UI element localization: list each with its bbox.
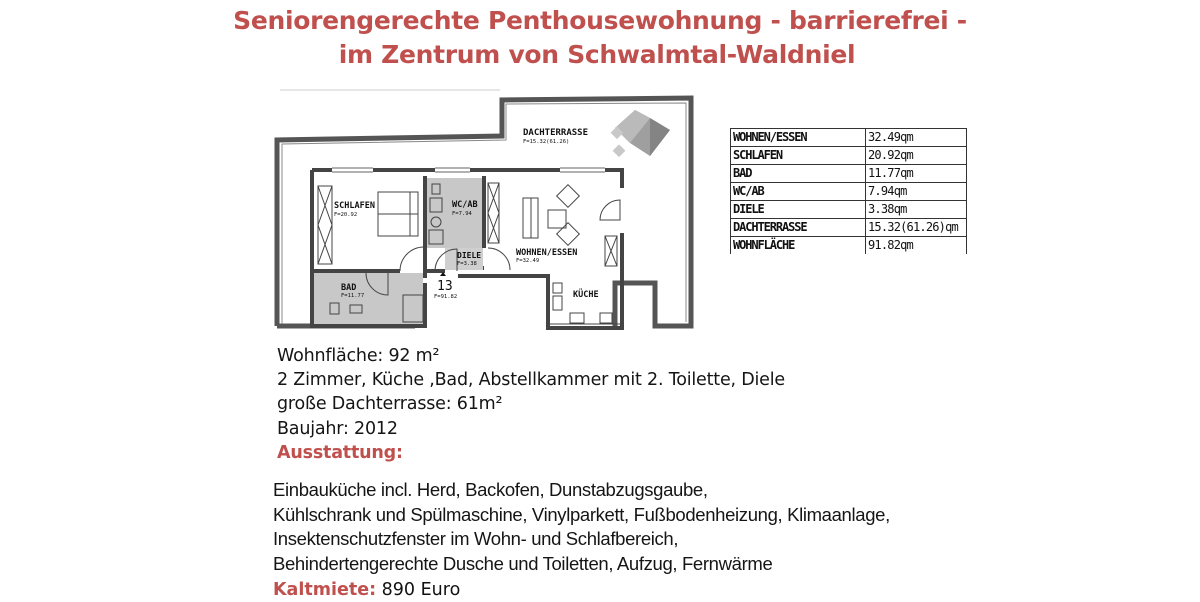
room-name: DACHTERRASSE: [730, 218, 866, 237]
room-name: WOHNEN/ESSEN: [730, 128, 866, 147]
svg-text:F=7.94: F=7.94: [452, 211, 473, 217]
rent-line: Kaltmiete: 890 Euro: [273, 578, 460, 602]
room-label-schlafen: SCHLAFEN: [334, 201, 375, 211]
rent-label: Kaltmiete:: [273, 580, 377, 600]
listing-title-line-2: im Zentrum von Schwalmtal-Waldniel: [338, 40, 856, 69]
table-row: WC/AB 7.94qm: [730, 182, 967, 201]
room-area: 7.94qm: [865, 182, 967, 201]
feature-line: Einbauküche incl. Herd, Backofen, Dunsta…: [273, 479, 708, 500]
room-area: 20.92qm: [865, 146, 967, 165]
table-row-total: WOHNFLÄCHE 91.82qm: [730, 236, 967, 254]
room-area: 15.32(61.26)qm: [865, 218, 967, 237]
room-name: WC/AB: [730, 182, 866, 201]
entrance-marker-icon: [440, 272, 446, 276]
svg-text:F=15.32(61.26): F=15.32(61.26): [523, 139, 569, 145]
room-area: 3.38qm: [865, 200, 967, 219]
table-row: SCHLAFEN 20.92qm: [730, 146, 967, 165]
room-label-wohnen-essen: WOHNEN/ESSEN: [516, 248, 577, 258]
room-name: DIELE: [730, 200, 866, 219]
room-name: SCHLAFEN: [730, 146, 866, 165]
feature-line: Kühlschrank und Spülmaschine, Vinylparke…: [273, 503, 890, 525]
room-name: WOHNFLÄCHE: [730, 236, 866, 254]
room-label-dachterrasse: DACHTERRASSE: [523, 128, 588, 138]
room-area: 32.49qm: [865, 128, 967, 147]
feature-line: Insektenschutzfenster im Wohn- und Schla…: [273, 528, 679, 550]
terrace-size: große Dachterrasse: 61m²: [277, 394, 503, 415]
table-row: DIELE 3.38qm: [730, 200, 967, 219]
room-label-diele: DIELE: [457, 251, 481, 260]
room-name: BAD: [730, 164, 866, 183]
listing-details: Wohnfläche: 92 m² 2 Zimmer, Küche ,Bad, …: [277, 344, 785, 465]
rooms-summary: 2 Zimmer, Küche ,Bad, Abstellkammer mit …: [277, 370, 785, 391]
table-row: BAD 11.77qm: [730, 164, 967, 183]
room-area: 91.82qm: [865, 236, 967, 254]
room-label-bad: BAD: [341, 283, 356, 293]
build-year: Baujahr: 2012: [277, 418, 398, 439]
unit-number: 13: [437, 279, 453, 294]
svg-text:F=91.82: F=91.82: [434, 294, 457, 300]
svg-text:F=32.49: F=32.49: [516, 258, 539, 264]
room-label-wc-ab: WC/AB: [452, 200, 478, 210]
bad-floor: [314, 273, 423, 324]
rent-value: 890 Euro: [376, 580, 461, 600]
table-row: DACHTERRASSE 15.32(61.26)qm: [730, 218, 967, 237]
wc-floor: [427, 178, 482, 248]
floor-plan: DACHTERRASSE F=15.32(61.26) SCHLAFEN F=2…: [270, 88, 730, 333]
parasol-icon: [610, 110, 670, 158]
listing-title-line-1: Seniorengerechte Penthousewohnung - barr…: [233, 6, 967, 35]
diele-floor: [445, 248, 483, 270]
features-heading: Ausstattung:: [277, 442, 403, 463]
table-row: WOHNEN/ESSEN 32.49qm: [730, 128, 967, 147]
room-label-kueche: KÜCHE: [573, 289, 599, 300]
feature-line: Behindertengerechte Dusche und Toiletten…: [273, 552, 773, 574]
living-area: Wohnfläche: 92 m²: [277, 346, 440, 366]
room-area-table: WOHNEN/ESSEN 32.49qm SCHLAFEN 20.92qm BA…: [730, 128, 967, 254]
svg-text:F=20.92: F=20.92: [334, 212, 357, 218]
features-list: Einbauküche incl. Herd, Backofen, Dunsta…: [273, 478, 890, 576]
room-area: 11.77qm: [865, 164, 967, 183]
svg-text:F=11.77: F=11.77: [341, 293, 364, 299]
svg-text:F=3.38: F=3.38: [457, 261, 477, 267]
